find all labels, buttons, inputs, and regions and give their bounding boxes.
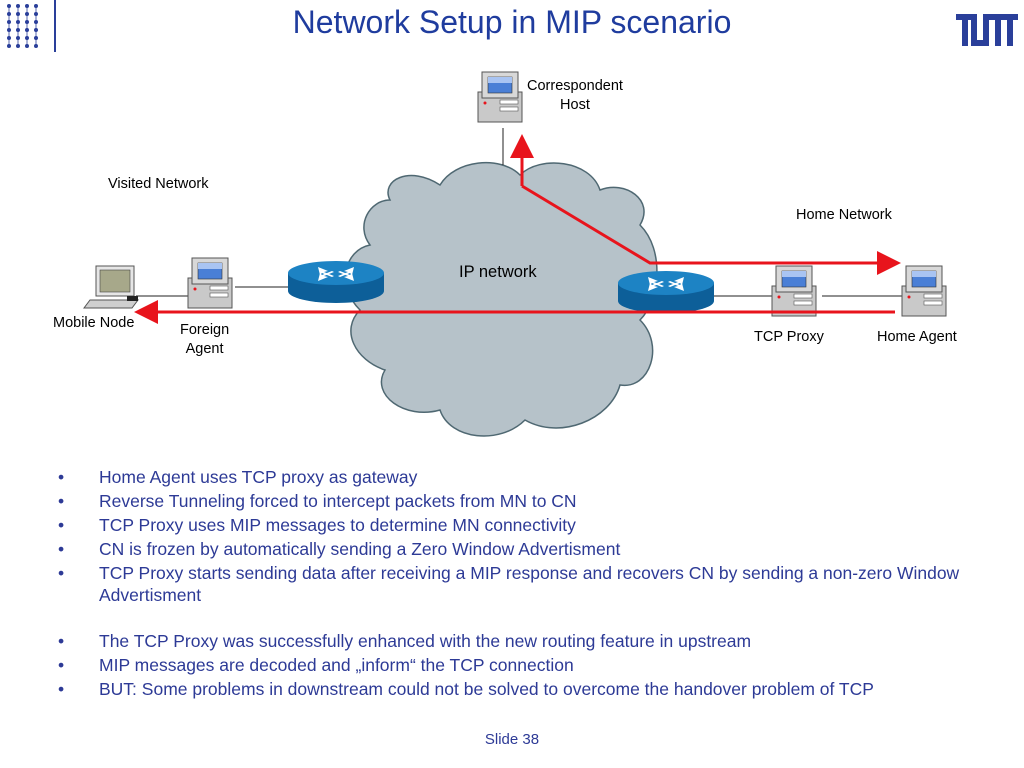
foreign-agent-computer <box>187 257 233 309</box>
correspondent-host-computer <box>477 71 523 123</box>
correspondent-host-label: Correspondent Host <box>527 78 623 113</box>
tcp-proxy-label: TCP Proxy <box>754 329 824 345</box>
bullet-item: •CN is frozen by automatically sending a… <box>58 539 621 559</box>
slide-number: Slide 38 <box>484 731 540 748</box>
mobile-node-laptop <box>83 265 139 309</box>
dot-grid-logo-icon <box>7 4 38 48</box>
tum-logo <box>956 14 1018 51</box>
router-home <box>618 271 714 313</box>
visited-network-label: Visited Network <box>108 176 209 192</box>
bullet-list: •Home Agent uses TCP proxy as gateway •R… <box>58 466 978 702</box>
bullet-item: •The TCP Proxy was successfully enhanced… <box>58 631 752 651</box>
router-visited <box>288 261 384 303</box>
bullet-item: •Reverse Tunneling forced to intercept p… <box>58 491 577 511</box>
bullet-item: •MIP messages are decoded and „inform“ t… <box>58 655 574 675</box>
foreign-agent-label: Foreign Agent <box>180 322 230 357</box>
university-logo-left <box>0 0 56 52</box>
tcp-proxy-computer <box>771 265 817 317</box>
mobile-node-label: Mobile Node <box>53 315 135 331</box>
tum-logo-icon <box>956 14 1018 46</box>
traffic-path-arrows <box>134 134 901 324</box>
link-lines <box>136 128 904 297</box>
bullet-item: •TCP Proxy uses MIP messages to determin… <box>58 515 576 535</box>
slide-title: Network Setup in MIP scenario <box>292 4 732 40</box>
bullet-item: •BUT: Some problems in downstream could … <box>58 679 874 699</box>
bullet-item: •Home Agent uses TCP proxy as gateway <box>58 467 418 487</box>
home-network-label: Home Network <box>796 207 892 223</box>
ip-network-cloud <box>344 162 658 437</box>
bullet-item: •TCP Proxy starts sending data after rec… <box>58 563 960 605</box>
ip-network-label: IP network <box>459 263 537 281</box>
arrow-to-home-agent <box>521 184 901 275</box>
home-agent-label: Home Agent <box>877 329 957 345</box>
home-agent-computer <box>901 265 947 317</box>
network-diagram <box>83 71 947 437</box>
